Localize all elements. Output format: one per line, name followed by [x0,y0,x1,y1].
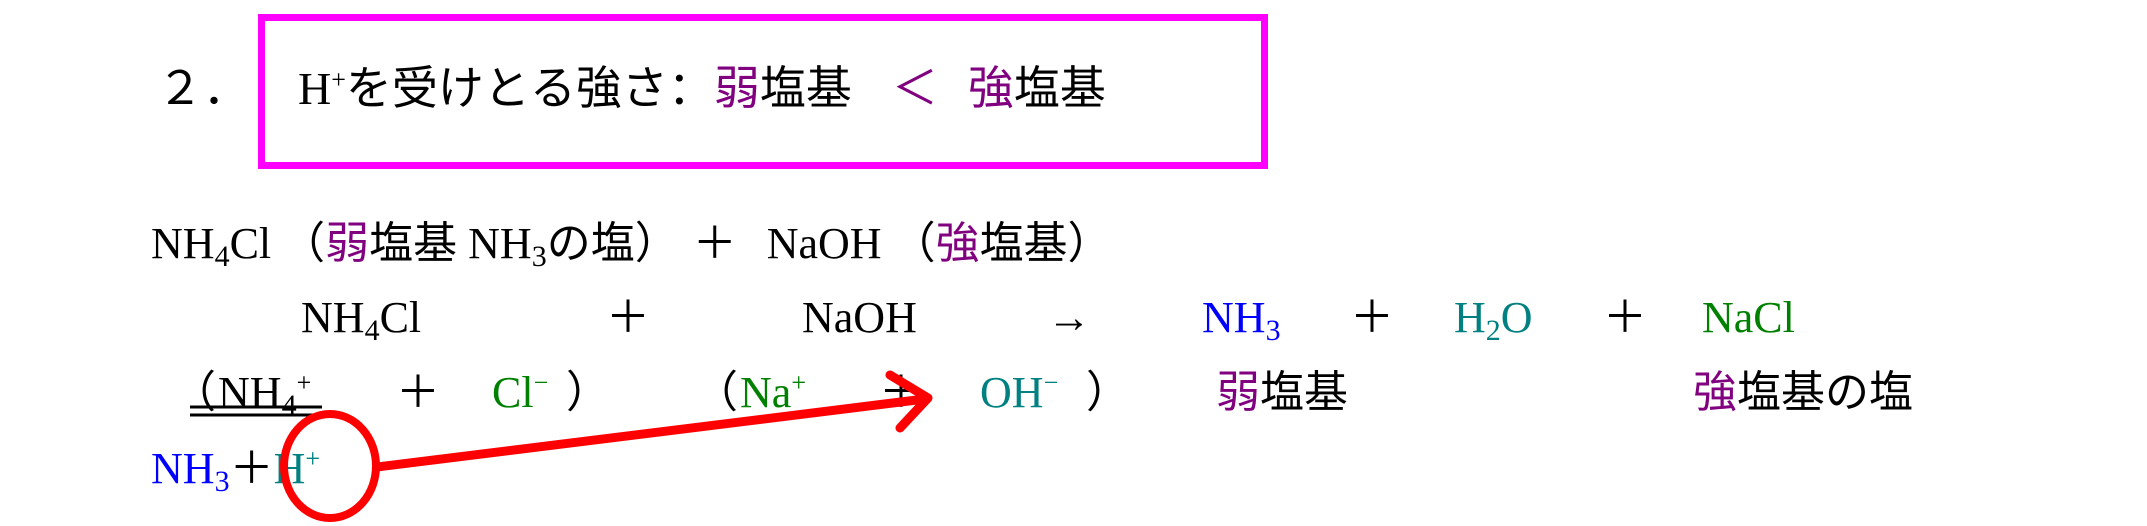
line4-plus: ＋ [229,444,274,493]
line3-weak: 弱 [1216,368,1260,417]
strong-char: 強 [967,63,1014,114]
line3-strong_rest: 塩基の塩 [1737,368,1913,417]
dissociation-text: NH3＋H+ [151,444,330,497]
line3-na_sup: + [791,368,806,397]
product-nh3: NH3 [1202,293,1350,346]
label-weak-base: 弱塩基 [1216,371,1693,415]
ion-na: Na+ [740,368,879,417]
line3-cl_sup: − [533,368,549,397]
reactant-naoh: NaOH [802,293,917,342]
line3-nh4_sub: 4 [281,389,297,422]
line-description: NH4Cl （弱塩基 NH3の塩） ＋ NaOH （強塩基） [151,219,1122,272]
less-than: ＜ [891,63,938,114]
line2-r1sub: 4 [364,314,380,347]
paren: （ [694,368,738,417]
product-h2o: H2O [1454,293,1603,346]
line1-t2: の塩） [546,219,679,268]
plus-sign: ＋ [396,368,440,417]
line3-nh4_sup: + [296,368,312,397]
line1-t1_sub: 3 [531,240,547,273]
weak-base-label: 塩基 [759,63,852,114]
ion-oh: OH− [980,368,1086,417]
line3-nh4: NH [218,368,282,417]
line1-a_sub: 4 [214,240,230,273]
line1-b_rest: 塩基） [979,219,1112,268]
line1-weak: 弱 [325,219,370,268]
label-strong-base-salt: 強塩基の塩 [1693,371,1923,415]
line4-nh3_sub: 3 [214,465,230,498]
plus-sign: ＋ [1350,293,1394,342]
line3-oh_sup: − [1043,368,1059,397]
product-nacl: NaCl [1702,293,1795,342]
paren: （ [172,368,216,417]
line1-a2: Cl [229,219,272,268]
line3-oh: OH [980,368,1044,417]
highlight-box [258,14,1268,169]
nh4cl-note: （弱塩基 NH3の塩） [281,219,689,272]
plus-sign: ＋ [1603,293,1647,342]
line1-a1: NH [151,219,215,268]
line1-t1: 塩基 NH [369,219,532,268]
heading-label: を受けとる強さ： [345,63,714,114]
line1-strong: 強 [935,219,980,268]
ion-nh4: NH4+ [218,368,396,421]
paren: ） [566,368,610,417]
plus-sign: ＋ [879,368,923,417]
line2-p2b: O [1500,293,1533,342]
line3-strong: 強 [1693,368,1737,417]
reaction-arrow: → [1047,293,1091,342]
line4-h_sup: + [305,444,321,473]
naoh-note: （強塩基） [892,222,1122,266]
line2-r1a: NH [301,293,365,342]
line1-b_paren_open: （ [891,219,936,268]
ion-cl: Cl− [492,368,566,417]
line2-p1sub: 3 [1265,314,1281,347]
weak-char: 弱 [713,63,760,114]
line2-r1b: Cl [379,293,422,342]
line2-p1a: NH [1202,293,1266,342]
plus-sign: ＋ [606,293,650,342]
naoh-text: NaOH [766,219,882,268]
heading-strong: 強塩基 [968,66,1116,112]
line4-nh3: NH [151,444,215,493]
line4-h: H [273,444,306,493]
nh4cl-text: NH4Cl [151,219,281,272]
line3-na: Na [740,368,792,417]
line2-p2sub: 2 [1485,314,1501,347]
heading-text: H+を受けとる強さ：弱塩基 [298,66,862,112]
line1-paren_open: （ [281,219,326,268]
paren: ） [1086,368,1130,417]
reactant-nh4cl: NH4Cl [301,293,606,346]
plus-sign: ＋ [692,219,737,268]
strong-base-label: 塩基 [1013,63,1106,114]
heading-row: ２． H+を受けとる強さ：弱塩基 ＜ 強塩基 [157,66,1116,112]
proton: H [298,63,332,114]
item-number: ２． [157,63,249,114]
dissociation: NH3＋H+ [151,444,330,497]
ion-equation: （ NH4+ ＋ Cl− ） （ Na+ ＋ OH− ） 弱塩基 強塩基の塩 [172,368,1923,421]
reaction-equation: NH4Cl ＋ NaOH → NH3 ＋ H2O ＋ NaCl [301,293,1805,346]
line3-weak_rest: 塩基 [1260,368,1348,417]
line2-p2a: H [1454,293,1486,342]
charge: + [331,65,346,94]
line3-cl: Cl [492,368,534,417]
